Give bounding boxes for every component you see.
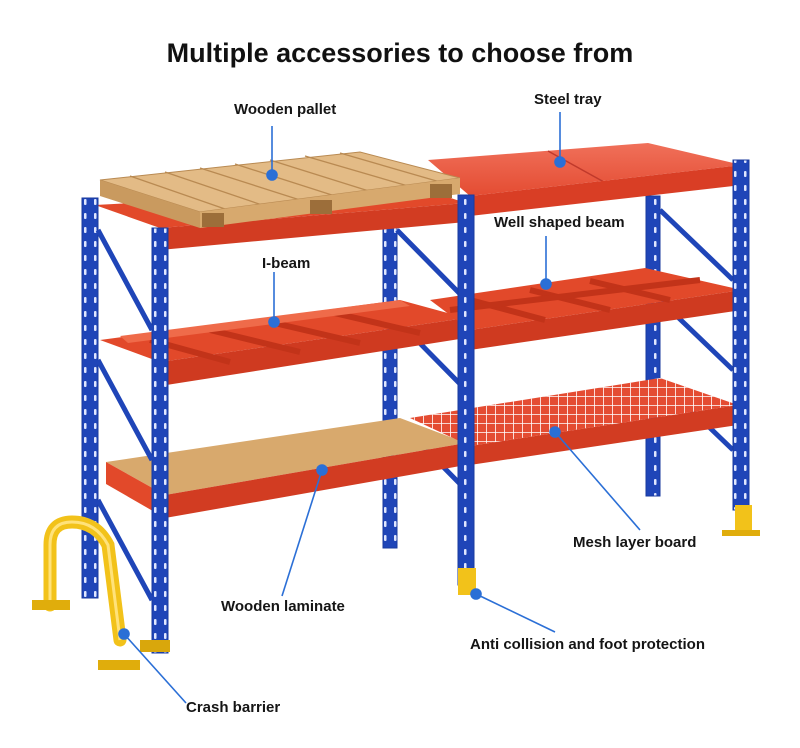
wooden-laminate <box>106 418 466 518</box>
back-uprights <box>382 195 735 549</box>
crash-barrier <box>32 515 140 670</box>
well-shaped-beam-level <box>430 268 742 350</box>
steel-tray <box>428 143 742 216</box>
label-i-beam: I-beam <box>262 255 311 272</box>
label-wooden-laminate: Wooden laminate <box>221 598 345 615</box>
label-wooden-pallet: Wooden pallet <box>234 101 337 118</box>
wooden-pallet <box>99 151 461 228</box>
label-crash-barrier: Crash barrier <box>186 699 281 716</box>
label-well-shaped-beam: Well shaped beam <box>494 214 625 231</box>
mesh-layer-board <box>410 378 738 465</box>
label-anti-collision: Anti collision and foot protection <box>470 636 705 653</box>
label-steel-tray: Steel tray <box>534 91 602 108</box>
diagram-title: Multiple accessories to choose from <box>166 38 634 68</box>
foot-protectors <box>140 505 760 652</box>
label-mesh-layer-board: Mesh layer board <box>573 534 697 551</box>
i-beam-level <box>100 300 466 386</box>
leader-lines <box>118 112 641 704</box>
